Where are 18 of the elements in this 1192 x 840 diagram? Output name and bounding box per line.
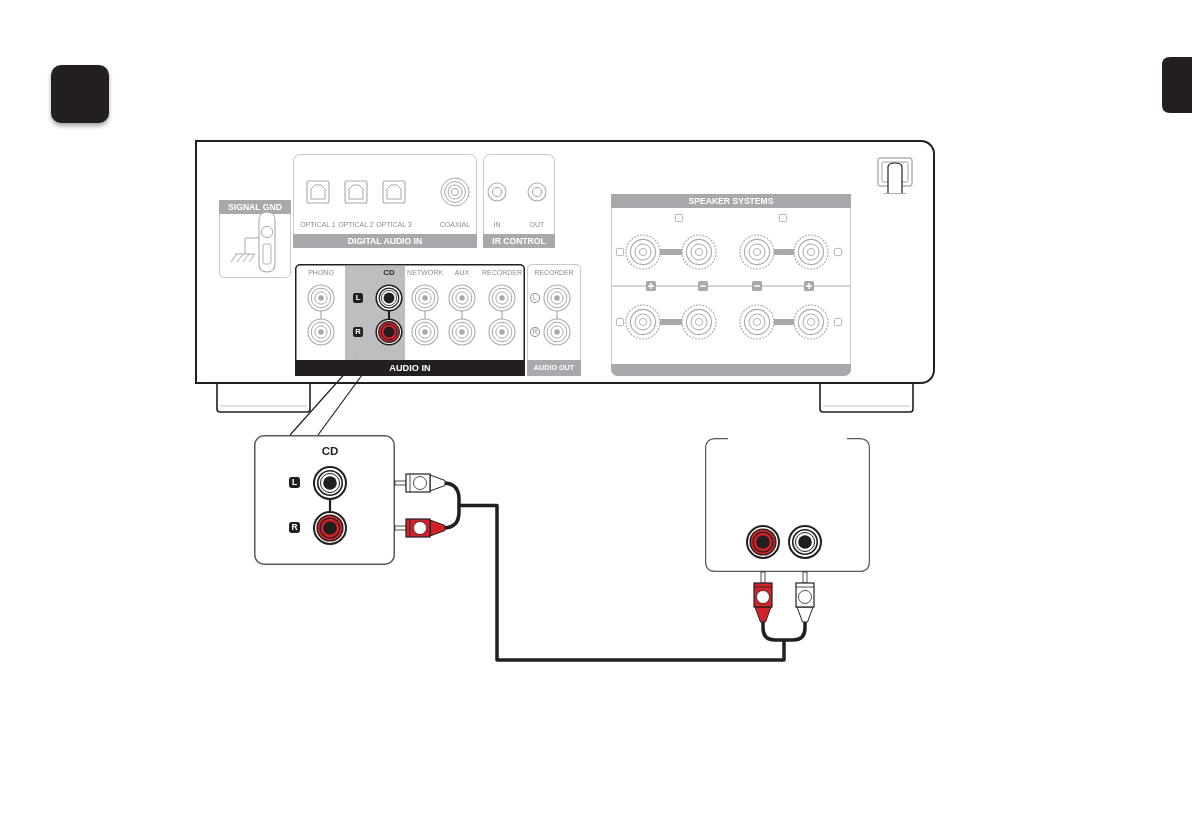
section-label: SPEAKER SYSTEMS xyxy=(611,194,851,208)
channel-label: R xyxy=(289,522,300,533)
channel-label: L xyxy=(289,477,300,488)
digital-input-panel xyxy=(293,154,477,248)
ground-terminal-panel xyxy=(219,200,291,278)
section-label: AUDIO IN xyxy=(295,360,525,376)
ir-control-panel xyxy=(483,154,555,248)
zoom-line xyxy=(317,359,374,436)
section-label: DIGITAL AUDIO IN xyxy=(293,234,477,248)
port-label: CD xyxy=(382,268,396,278)
zoom-inset xyxy=(254,435,395,565)
audio-output-panel xyxy=(527,264,581,376)
section-label: SIGNAL GND xyxy=(219,200,291,214)
section-label: IR CONTROL xyxy=(483,234,555,248)
port-label: CD xyxy=(320,445,340,458)
zoom-line xyxy=(289,359,358,436)
source-device-panel xyxy=(705,438,870,572)
speaker-terminal-panel xyxy=(611,194,851,376)
